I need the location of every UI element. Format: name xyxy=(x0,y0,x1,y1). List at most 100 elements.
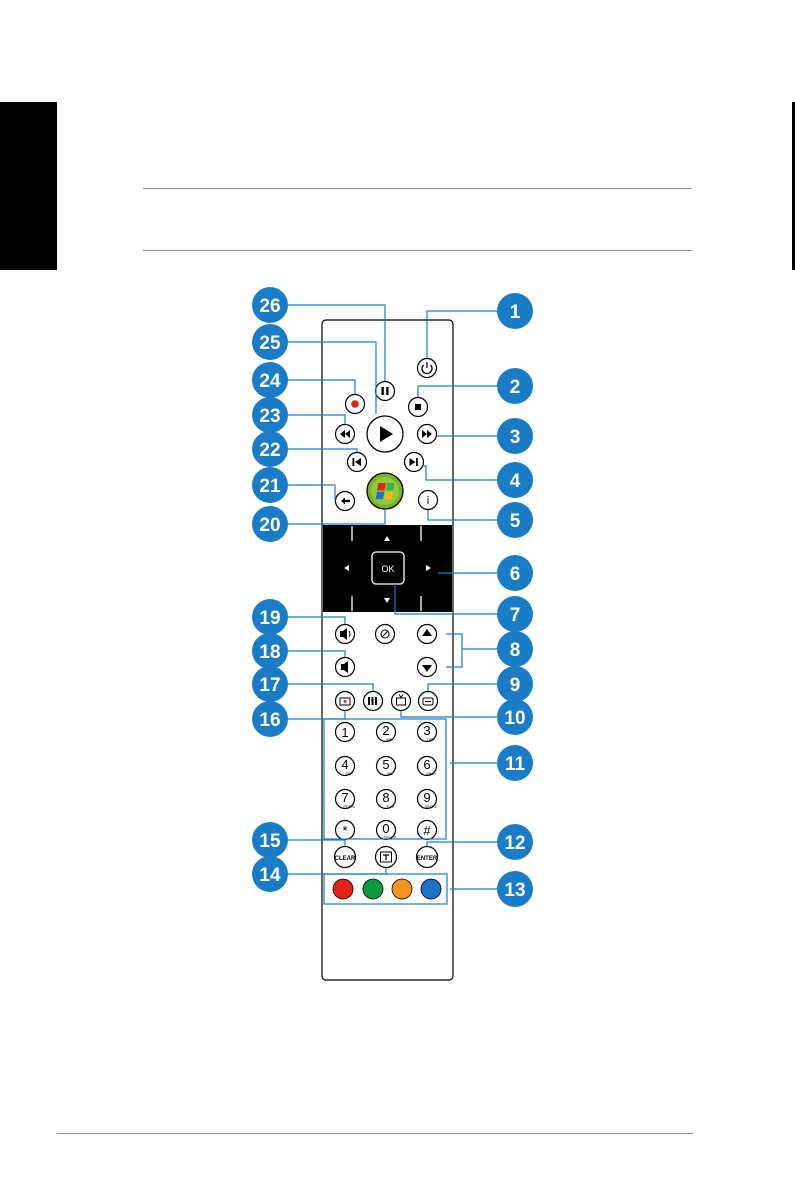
callout-label: 24 xyxy=(259,371,281,392)
callout-3: 3 xyxy=(497,418,533,454)
enter-button[interactable]: ENTER xyxy=(417,847,438,868)
teletext-button[interactable] xyxy=(376,847,397,868)
callout-4: 4 xyxy=(497,462,533,498)
live-tv-button[interactable] xyxy=(392,692,411,711)
more-info-button[interactable]: i xyxy=(419,491,438,510)
callout-label: 12 xyxy=(504,833,525,854)
callout-20: 20 xyxy=(252,506,288,542)
callout-7: 7 xyxy=(497,596,533,632)
callout-2: 2 xyxy=(497,368,533,404)
callout-label: 2 xyxy=(510,377,521,398)
fast-forward-button[interactable] xyxy=(418,425,437,444)
callout-label: 19 xyxy=(259,608,280,629)
enter-button-label: ENTER xyxy=(417,856,438,862)
callout-16: 16 xyxy=(252,701,288,737)
callout-17: 17 xyxy=(252,666,288,702)
callout-25: 25 xyxy=(252,324,288,360)
callout-label: 13 xyxy=(504,880,525,901)
callout-label: 26 xyxy=(259,296,280,317)
callout-label: 17 xyxy=(259,675,280,696)
mute-button[interactable] xyxy=(376,625,395,644)
nav-pad: OK xyxy=(323,525,452,612)
callout-8: 8 xyxy=(497,631,533,667)
callout-24: 24 xyxy=(252,362,288,398)
color-key-0[interactable] xyxy=(333,879,353,899)
key-label: 4 xyxy=(341,757,348,772)
callout-label: 8 xyxy=(510,640,521,661)
callout-9: 9 xyxy=(497,666,533,702)
callout-label: 3 xyxy=(510,427,521,448)
guide-icon xyxy=(368,697,377,705)
callout-label: 6 xyxy=(510,564,521,585)
skip-back-icon xyxy=(353,458,355,466)
callout-label: 15 xyxy=(259,831,281,852)
callout-label: 1 xyxy=(510,302,521,323)
callout-12: 12 xyxy=(497,824,533,860)
rewind-button[interactable] xyxy=(336,425,355,444)
callout-6: 6 xyxy=(497,555,533,591)
key-label: 0 xyxy=(382,821,389,836)
clear-button[interactable]: CLEAR xyxy=(335,847,356,868)
callout-1: 1 xyxy=(497,293,533,329)
callout-14: 14 xyxy=(252,856,288,892)
key-sub-label: MNO xyxy=(426,771,435,776)
recorded-tv-button[interactable] xyxy=(336,692,355,711)
callout-18: 18 xyxy=(252,633,288,669)
volume-down-button[interactable] xyxy=(336,658,355,677)
key-0[interactable]: 1 xyxy=(336,723,355,742)
key-9[interactable]: * xyxy=(336,821,355,840)
ok-button-label: OK xyxy=(381,564,394,574)
callout-5: 5 xyxy=(497,502,533,538)
skip-button[interactable] xyxy=(405,453,424,472)
callout-label: 7 xyxy=(510,605,521,626)
pause-button[interactable] xyxy=(376,382,395,401)
channel-up-button[interactable] xyxy=(418,625,437,644)
key-label: 1 xyxy=(341,725,348,740)
callout-label: 16 xyxy=(259,710,280,731)
power-button[interactable] xyxy=(418,359,437,378)
clear-button-label: CLEAR xyxy=(335,856,356,862)
color-key-3[interactable] xyxy=(421,879,441,899)
callout-26: 26 xyxy=(252,287,288,323)
callout-label: 18 xyxy=(259,642,280,663)
start-button[interactable] xyxy=(367,473,403,509)
channel-down-button[interactable] xyxy=(418,658,437,677)
volume-up-button[interactable] xyxy=(336,625,355,644)
key-11[interactable]: # xyxy=(418,821,437,840)
key-label: # xyxy=(423,823,431,838)
callout-label: 20 xyxy=(259,515,280,536)
color-key-1[interactable] xyxy=(363,879,383,899)
stop-button[interactable] xyxy=(409,398,428,417)
callout-10: 10 xyxy=(497,699,533,735)
play-button[interactable] xyxy=(367,416,403,452)
key-sub-label: DEF xyxy=(427,737,436,742)
guide-button[interactable] xyxy=(364,692,383,711)
key-label: 8 xyxy=(382,790,389,805)
key-label: 2 xyxy=(382,723,389,738)
back-button[interactable] xyxy=(336,492,355,511)
callout-11: 11 xyxy=(497,745,533,781)
record-icon xyxy=(351,400,359,408)
key-label: 3 xyxy=(423,723,430,738)
dvd-menu-button[interactable] xyxy=(419,692,438,711)
key-sub-label: JKL xyxy=(387,771,395,776)
key-label: * xyxy=(342,823,347,838)
callout-22: 22 xyxy=(252,431,288,467)
color-key-2[interactable] xyxy=(392,879,412,899)
callout-label: 4 xyxy=(510,471,521,492)
callout-13: 13 xyxy=(497,871,533,907)
callout-label: 11 xyxy=(505,754,526,775)
record-button[interactable] xyxy=(346,395,365,414)
key-sub-label: TUV xyxy=(386,804,394,809)
replay-button[interactable] xyxy=(348,453,367,472)
key-sub-label: WXYZ xyxy=(425,804,437,809)
